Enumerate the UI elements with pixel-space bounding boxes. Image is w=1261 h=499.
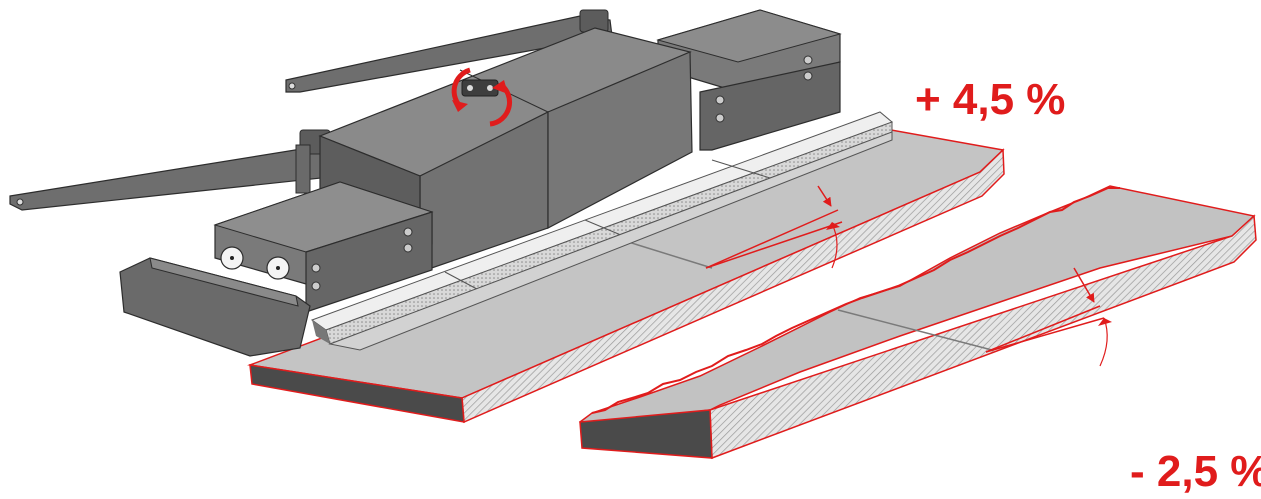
main-box-front-b (547, 51, 693, 229)
angle-arc-right (1099, 317, 1108, 367)
slope-line-left-b (705, 221, 843, 269)
angle-arrowhead-left (826, 222, 840, 230)
angle-arrowhead-right (1098, 318, 1112, 326)
slope-line-left-a (705, 209, 839, 269)
slope-line-right-a (985, 305, 1101, 353)
rotation-arrows-icon (451, 67, 512, 127)
slab-right-division (837, 309, 993, 351)
screed-plates (310, 111, 893, 351)
slope-label-negative: - 2,5 % (1130, 447, 1261, 496)
slab-left-division (621, 239, 713, 269)
slab-right-end (579, 409, 713, 459)
slab-right (578, 185, 1257, 460)
slope-label-positive: + 4,5 % (915, 75, 1066, 124)
angle-arrow-left-top (817, 185, 832, 207)
angle-arrow-right-top (1073, 267, 1095, 303)
slab-right-rough-edge (591, 187, 1120, 414)
paver-machine (9, 9, 842, 357)
slab-left-end (249, 364, 465, 423)
slab-left (247, 127, 1005, 424)
slope-line-right-b (985, 317, 1105, 353)
